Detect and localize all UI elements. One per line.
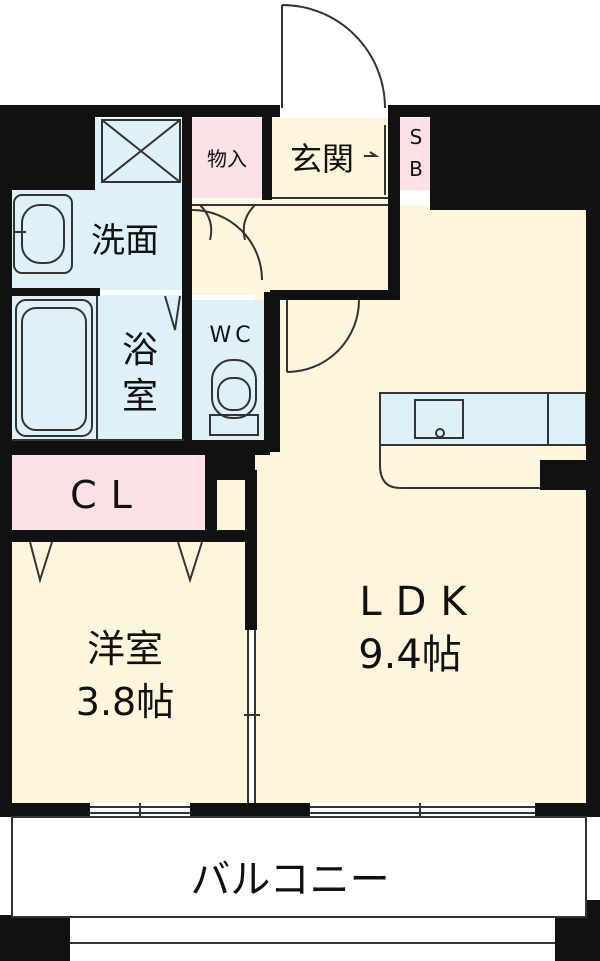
closet-floor[interactable]: [12, 455, 210, 535]
toilet-label: WC: [209, 323, 254, 348]
storage-floor[interactable]: [192, 118, 262, 198]
ldk-size-label: 9.4帖: [358, 632, 462, 678]
western-room-floor: [12, 540, 250, 803]
thin-walls: [12, 197, 535, 817]
bath-label-top: 浴: [122, 330, 158, 371]
walls: [0, 105, 600, 961]
closet-label: CL: [70, 473, 146, 517]
ldk-label: LDK: [359, 579, 480, 625]
toilet-floor: [192, 300, 274, 440]
balcony-floor[interactable]: [11, 816, 587, 918]
washbasin-icon: [13, 194, 73, 274]
toilet-tank-icon: [209, 414, 259, 436]
counter-base: [379, 445, 586, 489]
entrance-step-icon: [364, 125, 386, 195]
western-room-size-label: 3.8帖: [76, 680, 174, 724]
shoe-box-floor[interactable]: [400, 118, 432, 190]
storage-label: 物入: [207, 147, 247, 171]
shoe-box-label-2: B: [409, 157, 423, 181]
kitchen-counter[interactable]: [379, 392, 587, 446]
ldk-floor: [255, 205, 588, 803]
bath-label-bottom: 室: [122, 376, 158, 417]
entrance-floor: [272, 118, 392, 198]
balcony-label: バルコニー: [190, 857, 389, 903]
shoe-box-label: S: [410, 125, 423, 149]
sink-drain: [435, 428, 445, 438]
washroom-label: 洗面: [91, 221, 159, 261]
doors[interactable]: [29, 4, 386, 584]
toilet-bowl-icon: [211, 359, 257, 419]
entrance-label: 玄関: [290, 140, 354, 178]
western-room-label: 洋室: [87, 627, 163, 671]
fixtures: [13, 119, 259, 437]
sink[interactable]: [414, 399, 464, 439]
bathtub-icon: [15, 299, 93, 437]
